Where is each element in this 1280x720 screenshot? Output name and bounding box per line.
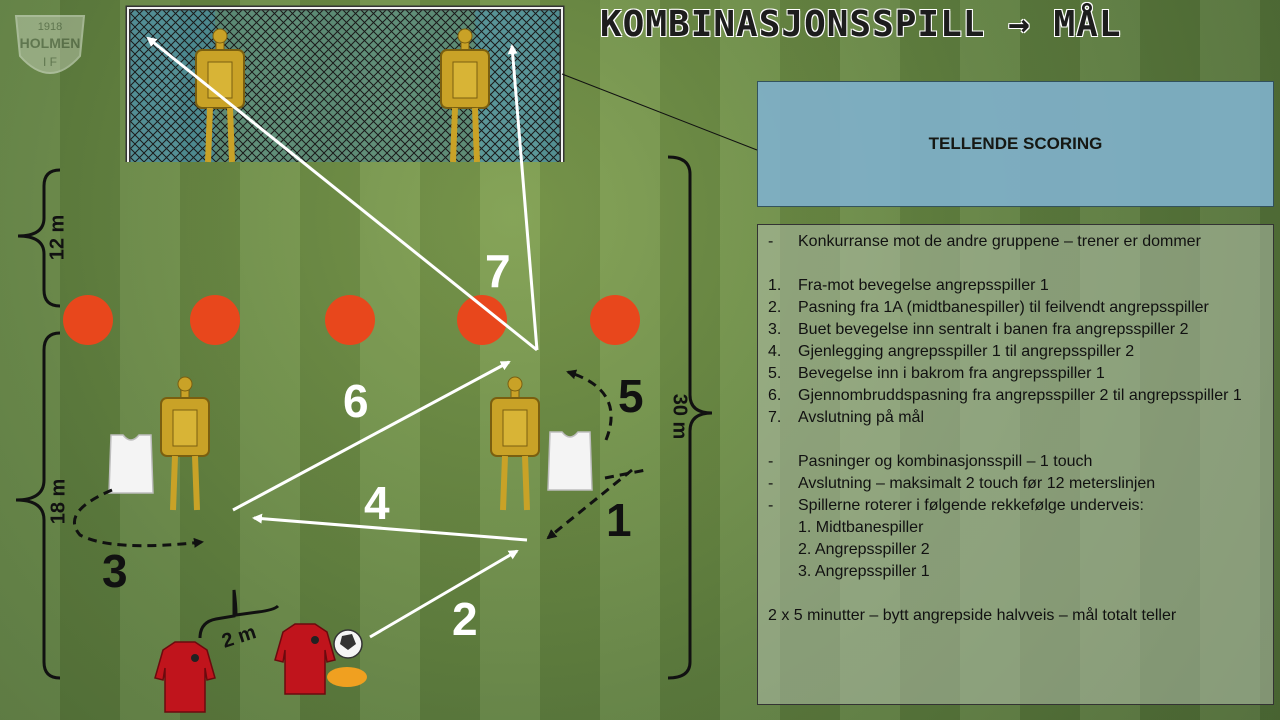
white-bib-left <box>108 434 154 494</box>
svg-text:I F: I F <box>43 55 57 69</box>
rotation-item: 1. Midtbanespiller <box>798 519 924 536</box>
distance-label-30m: 30 m <box>668 393 691 440</box>
rule-step: 2.Pasning fra 1A (midtbanespiller) til f… <box>768 299 1209 316</box>
rule-step: 6.Gjennombruddspasning fra angrepsspille… <box>768 387 1242 404</box>
rule-step: 1.Fra-mot bevegelse angrepsspiller 1 <box>768 277 1049 294</box>
svg-text:HOLMEN: HOLMEN <box>20 35 81 51</box>
step-number-3: 3 <box>102 545 128 597</box>
step-number-2: 2 <box>452 593 478 645</box>
cone <box>325 295 375 345</box>
red-player-right <box>274 623 336 695</box>
step-number-5: 5 <box>618 370 644 422</box>
cone <box>63 295 113 345</box>
arrow-6-through-pass <box>232 360 511 512</box>
rotation-item: 3. Angrepsspiller 1 <box>798 563 930 580</box>
rule-note: -Avslutning – maksimalt 2 touch før 12 m… <box>768 475 1156 492</box>
rule-note: -Pasninger og kombinasjonsspill – 1 touc… <box>768 453 1093 470</box>
arrow-1-movement-tail <box>604 468 647 480</box>
distance-label-12m: 12 m <box>46 214 69 261</box>
page-title: KOMBINASJONSSPILL → MÅL <box>600 4 1122 45</box>
cone <box>190 295 240 345</box>
arrow-7-shot <box>146 36 538 352</box>
arrow-3-curved-run <box>73 488 204 548</box>
arrow-7-shot <box>507 44 539 351</box>
step-number-1: 1 <box>606 494 632 546</box>
rule-step: 7.Avslutning på mål <box>768 409 924 426</box>
rule-footer: 2 x 5 minutter – bytt angrepside halvvei… <box>768 607 1177 624</box>
red-player-left <box>154 641 216 713</box>
arrow-4-layoff <box>252 513 528 542</box>
step-number-7: 7 <box>485 245 511 297</box>
bracket-30m <box>667 155 713 680</box>
white-bib-right <box>547 431 593 491</box>
bracket-12m <box>17 168 61 308</box>
rotation-item: 2. Angrepsspiller 2 <box>798 541 930 558</box>
bracket-2m <box>198 589 280 639</box>
bracket-18m <box>15 331 61 680</box>
rule-intro: -Konkurranse mot de andre gruppene – tre… <box>768 233 1201 250</box>
distance-label-18m: 18 m <box>47 478 70 525</box>
rule-note: -Spillerne roterer i følgende rekkefølge… <box>768 497 1144 514</box>
cone <box>457 295 507 345</box>
field-mannequin-right <box>491 377 539 510</box>
svg-text:1918: 1918 <box>38 21 62 33</box>
arrow-1-movement <box>546 468 633 540</box>
step-number-6: 6 <box>343 375 369 427</box>
arrow-2-pass <box>369 549 519 639</box>
ball-on-cone <box>327 629 367 687</box>
rule-step: 5.Bevegelse inn i bakrom fra angrepsspil… <box>768 365 1105 382</box>
step-number-4: 4 <box>364 477 390 529</box>
scoring-text: TELLENDE SCORING <box>928 134 1103 153</box>
rules-panel: -Konkurranse mot de andre gruppene – tre… <box>757 224 1274 705</box>
rule-step: 3.Buet bevegelse inn sentralt i banen fr… <box>768 321 1189 338</box>
field-mannequin-left <box>161 377 209 510</box>
rule-step: 4.Gjenlegging angrepsspiller 1 til angre… <box>768 343 1135 360</box>
cone <box>590 295 640 345</box>
scoring-box: TELLENDE SCORING <box>757 81 1274 207</box>
club-logo: 1918 HOLMEN I F <box>14 15 86 74</box>
arrow-5-run-behind <box>566 369 613 441</box>
